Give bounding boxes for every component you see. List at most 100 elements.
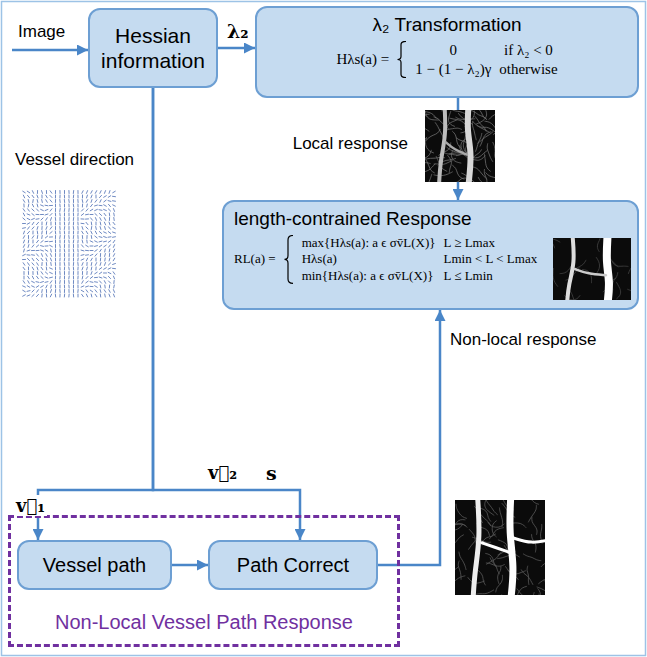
direction-tick xyxy=(86,195,87,199)
formula-term: 0 xyxy=(415,41,491,59)
direction-tick xyxy=(68,231,69,235)
direction-tick xyxy=(41,199,43,203)
direction-tick xyxy=(113,208,114,212)
direction-tick xyxy=(49,272,52,274)
direction-tick xyxy=(68,199,70,203)
vessel-stroke xyxy=(607,238,609,300)
direction-tick xyxy=(100,285,102,289)
direction-tick xyxy=(95,222,96,226)
direction-tick xyxy=(59,217,60,221)
direction-tick xyxy=(64,267,65,271)
direction-tick xyxy=(55,294,56,298)
direction-tick xyxy=(77,271,78,275)
direction-tick xyxy=(41,222,42,226)
direction-tick xyxy=(85,245,88,247)
direction-tick xyxy=(95,190,97,193)
direction-tick xyxy=(94,281,98,283)
formula-term: otherwise xyxy=(499,60,557,78)
formula-term: RL(a) = xyxy=(234,251,276,267)
direction-tick xyxy=(64,231,65,235)
direction-tick xyxy=(59,213,60,217)
box-label: Hessian information xyxy=(98,23,208,73)
direction-tick xyxy=(64,222,65,226)
direction-tick xyxy=(27,208,29,211)
image-texture xyxy=(612,260,629,266)
direction-tick xyxy=(59,280,61,284)
direction-tick xyxy=(103,236,107,237)
direction-tick xyxy=(103,209,107,210)
direction-tick xyxy=(68,208,69,212)
image-texture xyxy=(453,520,465,532)
direction-tick xyxy=(55,267,56,271)
direction-tick xyxy=(23,235,25,238)
input-arrow xyxy=(12,49,88,52)
direction-tick xyxy=(40,214,44,215)
direction-tick xyxy=(64,199,65,203)
image-texture xyxy=(427,174,432,193)
box-label: Vessel path xyxy=(43,553,146,577)
direction-tick xyxy=(73,226,75,230)
process-box: Vessel path xyxy=(17,540,172,590)
vessel-stroke xyxy=(473,495,479,600)
direction-tick xyxy=(59,249,60,253)
direction-tick xyxy=(86,235,87,239)
image-texture xyxy=(628,261,631,274)
direction-tick xyxy=(91,262,93,266)
direction-tick xyxy=(109,217,110,221)
direction-tick xyxy=(82,204,83,208)
direction-tick xyxy=(49,268,52,270)
direction-tick xyxy=(27,231,30,234)
direction-tick xyxy=(28,267,29,271)
direction-tick xyxy=(55,280,56,284)
direction-tick xyxy=(104,249,106,253)
image-texture xyxy=(449,118,466,126)
direction-tick xyxy=(91,222,93,226)
direction-tick xyxy=(109,258,110,262)
direction-tick xyxy=(112,200,116,202)
edge-label: Local response xyxy=(291,134,410,154)
direction-tick xyxy=(99,272,102,274)
direction-tick xyxy=(28,271,29,275)
image-texture xyxy=(541,562,558,566)
image-texture xyxy=(538,588,541,607)
connector-arrow xyxy=(153,88,300,540)
image-texture xyxy=(516,586,526,601)
direction-tick xyxy=(85,254,89,256)
vessel-stroke xyxy=(567,238,574,300)
direction-tick xyxy=(73,271,74,275)
direction-tick xyxy=(86,204,88,208)
direction-tick xyxy=(55,240,56,244)
direction-tick xyxy=(22,286,25,288)
direction-tick xyxy=(55,195,56,199)
direction-tick xyxy=(108,236,112,238)
input-label: Image xyxy=(18,22,65,42)
direction-tick xyxy=(86,209,88,212)
direction-tick xyxy=(82,271,83,275)
direction-tick xyxy=(86,199,88,202)
direction-tick xyxy=(112,268,116,269)
direction-tick xyxy=(40,245,44,246)
formula-term: L ≤ Lmin xyxy=(444,268,538,284)
direction-tick xyxy=(113,294,114,298)
direction-tick xyxy=(28,204,30,208)
direction-tick xyxy=(90,209,93,211)
process-box: Path Correct xyxy=(208,540,378,590)
direction-tick xyxy=(108,244,110,247)
direction-tick xyxy=(27,262,29,265)
direction-tick xyxy=(100,190,102,193)
direction-tick xyxy=(37,199,39,203)
direction-tick xyxy=(36,281,40,283)
direction-tick xyxy=(73,231,74,235)
direction-tick xyxy=(108,227,110,230)
direction-tick xyxy=(86,267,87,271)
direction-tick xyxy=(32,199,34,203)
direction-tick xyxy=(81,286,84,288)
image-texture xyxy=(486,499,498,515)
direction-tick xyxy=(100,217,102,220)
direction-tick xyxy=(50,294,52,297)
direction-tick xyxy=(27,191,30,193)
direction-tick xyxy=(37,204,39,208)
image-texture xyxy=(485,553,496,567)
direction-tick xyxy=(82,195,83,199)
formula-term: 1 − (1 − λ₂)γ xyxy=(415,60,491,78)
